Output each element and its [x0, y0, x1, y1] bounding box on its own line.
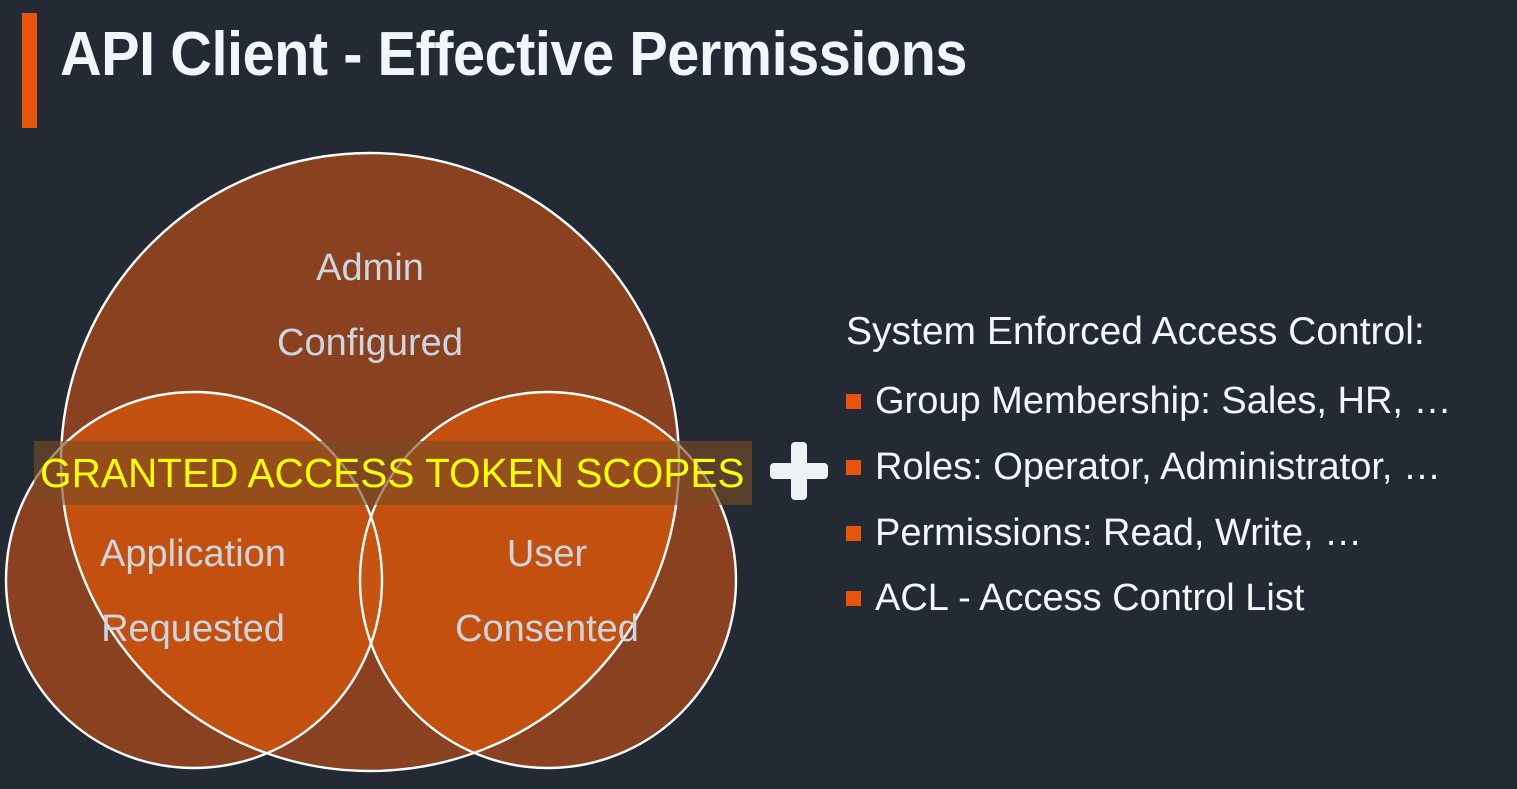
square-bullet-icon	[846, 393, 861, 409]
square-bullet-icon	[846, 525, 861, 541]
circle-application-label-line1: Application	[100, 533, 286, 575]
venn-labels: Admin Configured Application Requested U…	[100, 247, 639, 650]
system-enforced-access-control-panel: System Enforced Access Control: Group Me…	[846, 310, 1506, 642]
page-title: API Client - Effective Permissions	[60, 20, 968, 89]
circle-application-outline	[4, 390, 384, 770]
circle-admin-label-line2: Configured	[277, 322, 463, 364]
square-bullet-icon	[846, 459, 861, 475]
title-accent-bar	[22, 13, 37, 128]
bullet-label-permissions: Permissions: Read, Write, …	[875, 511, 1363, 554]
granted-scopes-label: GRANTED ACCESS TOKEN SCOPES	[40, 450, 745, 496]
section-heading: System Enforced Access Control:	[846, 310, 1425, 353]
granted-scopes-banner	[34, 441, 752, 505]
bullet-label-group-membership: Group Membership: Sales, HR, …	[875, 379, 1452, 422]
square-bullet-icon	[846, 591, 861, 607]
circle-user-label-line1: User	[507, 533, 588, 575]
bullet-label-acl: ACL - Access Control List	[875, 577, 1305, 620]
list-item: Roles: Operator, Administrator, …	[846, 445, 1506, 490]
list-item: Group Membership: Sales, HR, …	[846, 379, 1506, 424]
list-item: ACL - Access Control List	[846, 576, 1506, 621]
circle-user-label-line2: Consented	[455, 608, 639, 650]
circle-application-label-line2: Requested	[101, 608, 285, 650]
circle-admin-label-line1: Admin	[316, 247, 424, 289]
bullet-label-roles: Roles: Operator, Administrator, …	[875, 445, 1442, 488]
plus-icon	[770, 440, 830, 500]
circle-user-outline	[358, 390, 738, 770]
list-item: Permissions: Read, Write, …	[846, 511, 1506, 556]
venn-diagram: Admin Configured Application Requested U…	[4, 151, 738, 773]
plus-icon-vertical-bar	[791, 442, 807, 500]
